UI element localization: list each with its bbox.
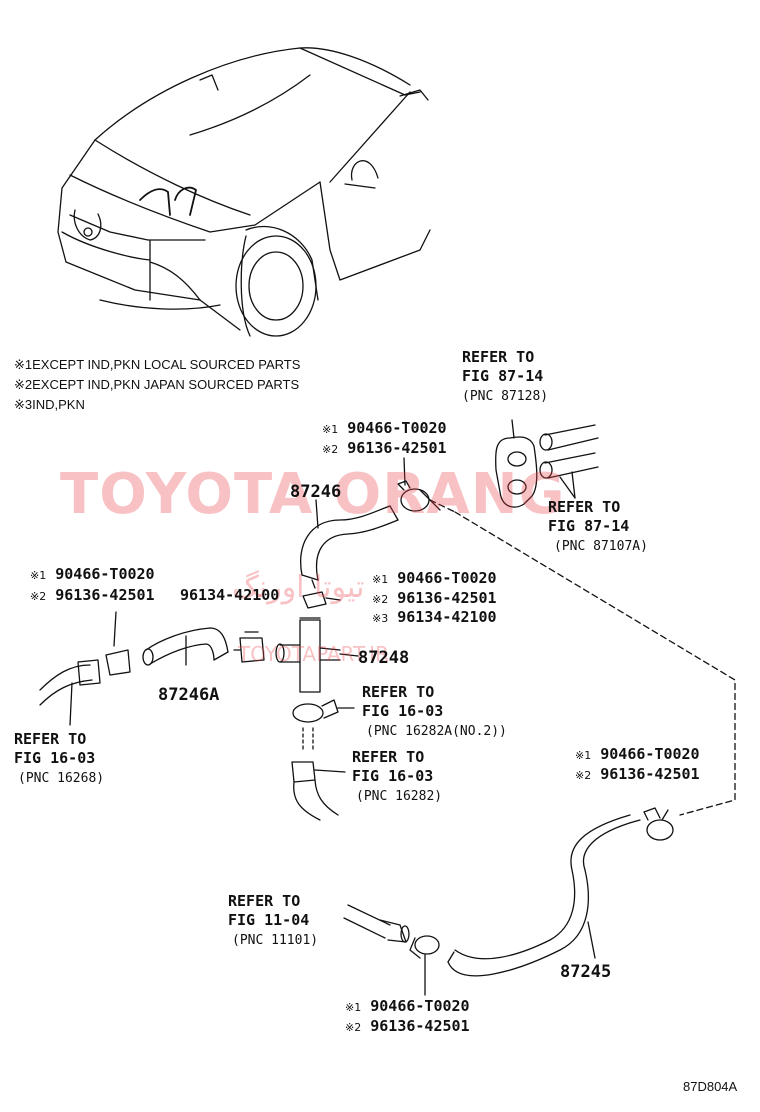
refer-label: REFER TO [548,498,621,516]
part-87246-label[interactable]: 87246 [290,482,342,502]
refer-fig[interactable]: FIG 11-04 [228,911,310,929]
pipe-11101 [343,904,410,943]
refer-label: REFER TO [228,892,301,910]
refer-pnc: (PNC 87128) [462,389,549,404]
callout-line-2[interactable]: ※2 96136-42501 [322,439,447,457]
hose-87246a [142,627,229,666]
part-87245-label[interactable]: 87245 [560,962,612,982]
clamp-center [302,579,341,609]
watermark-brand: TOYOTA ORANG [60,462,566,527]
note-1: ※1EXCEPT IND,PKN LOCAL SOURCED PARTS [14,357,301,372]
figure-id: 87D804A [683,1079,738,1094]
car-illustration [57,47,431,337]
refer-label: REFER TO [462,348,535,366]
refer-label: REFER TO [352,748,425,766]
lower-hose-stub [291,727,346,821]
refer-pnc: (PNC 16268) [18,771,105,786]
refer-fig[interactable]: FIG 87-14 [548,517,630,535]
clamp-lower [292,699,355,723]
refer-pnc: (PNC 11101) [232,933,319,948]
hose-87246 [300,499,399,581]
callout-line-3[interactable]: ※3 96134-42100 [372,608,497,626]
refer-pnc: (PNC 16282A(NO.2)) [366,724,507,739]
watermark-persian: تیوتا اورنگ [232,570,365,605]
dashed-leader [454,511,736,816]
refer-pnc: (PNC 16282) [356,789,443,804]
pipe-16268 [39,659,101,726]
clamp-87245 [643,807,674,841]
clamp-left [233,631,265,663]
refer-pnc: (PNC 87107A) [554,539,648,554]
callout-line-2[interactable]: ※2 96136-42501 [30,586,155,604]
t-joint-87248 [275,617,359,693]
note-2: ※2EXCEPT IND,PKN JAPAN SOURCED PARTS [14,377,300,392]
callout-line-1[interactable]: ※1 90466-T0020 [322,419,447,437]
callout-line-1[interactable]: ※1 90466-T0020 [345,997,470,1015]
part-87248-label[interactable]: 87248 [358,648,410,668]
callout-line-1[interactable]: ※1 90466-T0020 [575,745,700,763]
callout-line-2[interactable]: ※2 96136-42501 [575,765,700,783]
refer-label: REFER TO [14,730,87,748]
callout-line-2[interactable]: ※2 96136-42501 [372,589,497,607]
refer-fig[interactable]: FIG 16-03 [14,749,96,767]
callout-line-2[interactable]: ※2 96136-42501 [345,1017,470,1035]
hose-87245 [447,814,641,977]
heater-pipes [539,424,599,499]
callout-line-1[interactable]: ※1 90466-T0020 [372,569,497,587]
connector-plate [495,419,538,508]
callout-clamp-left-part[interactable]: 96134-42100 [180,586,280,604]
note-3: ※3IND,PKN [14,397,85,412]
refer-label: REFER TO [362,683,435,701]
clamp-11101 [409,935,440,996]
part-87246a-label[interactable]: 87246A [158,685,220,705]
refer-fig[interactable]: FIG 16-03 [352,767,434,785]
callout-line-1[interactable]: ※1 90466-T0020 [30,565,155,583]
clamp-far-left [105,611,131,676]
refer-fig[interactable]: FIG 87-14 [462,367,544,385]
refer-fig[interactable]: FIG 16-03 [362,702,444,720]
watermark-site: TOYOTAPART.IR [238,642,389,666]
